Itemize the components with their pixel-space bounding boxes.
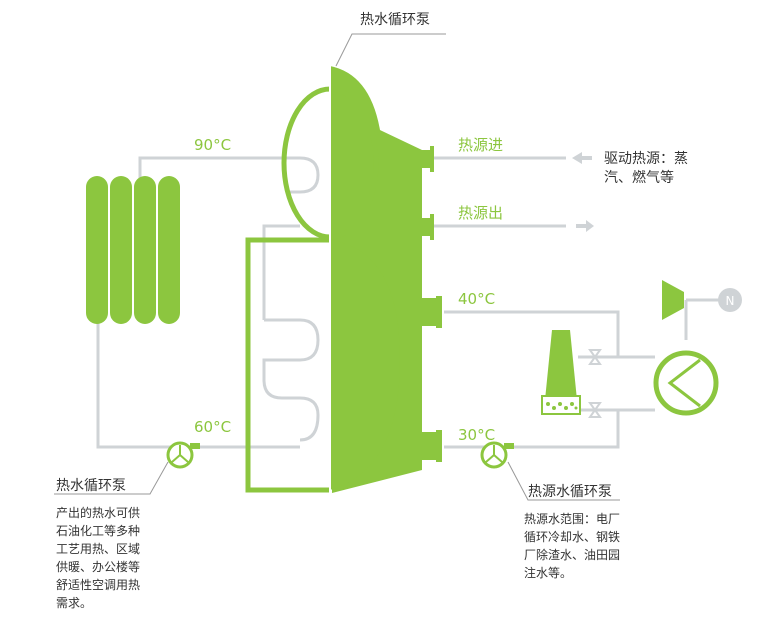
valve-lower-icon[interactable] bbox=[588, 402, 602, 418]
fan-icon: N bbox=[662, 280, 742, 320]
temp-90-label: 90°C bbox=[194, 136, 231, 154]
temp-60-label: 60°C bbox=[194, 418, 231, 436]
pipe-30-return bbox=[444, 408, 655, 449]
right-note: 热源水范围：电厂 循环冷却水、钢铁 厂除渣水、油田园 注水等。 bbox=[524, 510, 620, 582]
temp-30-label: 30°C bbox=[458, 426, 495, 444]
arrow-out-icon bbox=[576, 220, 594, 232]
pipe-return-60 bbox=[96, 303, 300, 449]
pipe-network bbox=[96, 156, 728, 449]
drive-note-line2: 汽、燃气等 bbox=[604, 169, 674, 186]
radiator-fin-4 bbox=[158, 176, 180, 324]
arrow-in-icon bbox=[572, 152, 592, 164]
right-pump-label: 热源水循环泵 bbox=[528, 484, 612, 500]
heat-source-pump-icon[interactable] bbox=[480, 441, 514, 469]
left-pump-label: 热水循环泵 bbox=[56, 478, 126, 494]
pipe-inner-link bbox=[262, 224, 300, 320]
heat-source-in-label: 热源进 bbox=[458, 136, 503, 154]
radiator bbox=[86, 176, 180, 324]
left-note-line: 供暖、办公楼等 bbox=[56, 560, 141, 574]
callout-top-pump bbox=[335, 33, 446, 67]
right-note-line: 注水等。 bbox=[524, 566, 573, 580]
nozzle-flange-2 bbox=[430, 214, 434, 240]
radiator-fin-3 bbox=[134, 176, 156, 324]
nozzle-flange-4 bbox=[436, 430, 442, 462]
nozzle-flange-3 bbox=[436, 296, 442, 328]
drive-note-line1: 驱动热源：蒸 bbox=[604, 151, 688, 167]
right-note-line: 循环冷却水、钢铁 bbox=[524, 530, 621, 544]
hot-water-pump-icon[interactable] bbox=[166, 441, 200, 469]
nozzle-flange-1 bbox=[430, 146, 434, 172]
radiator-fin-1 bbox=[86, 176, 108, 324]
heat-source-out-label: 热源出 bbox=[458, 204, 503, 222]
pipe-40-out bbox=[444, 310, 655, 359]
pipe-upper-coil bbox=[290, 156, 320, 194]
left-note-line: 需求。 bbox=[56, 596, 93, 610]
nozzle-heat-in bbox=[422, 150, 432, 168]
right-note-line: 厂除渣水、油田园 bbox=[524, 548, 621, 562]
nozzle-30 bbox=[422, 432, 436, 460]
left-note: 产出的热水可供 石油化工等多种 工艺用热、区域 供暖、办公楼等 舒适性空调用热 … bbox=[56, 504, 140, 612]
vessel-lower-left-frame bbox=[245, 237, 330, 493]
pipe-lower-coil-left bbox=[262, 318, 320, 442]
nozzle-40 bbox=[422, 298, 436, 326]
temp-40-label: 40°C bbox=[458, 290, 495, 308]
fan-label: N bbox=[726, 294, 735, 308]
nozzle-heat-out bbox=[422, 218, 432, 236]
callout-left-pump bbox=[54, 461, 169, 495]
left-note-line: 舒适性空调用热 bbox=[56, 578, 141, 592]
heat-exchanger-icon bbox=[653, 350, 719, 416]
cooling-tower-icon bbox=[541, 330, 581, 415]
top-pump-label: 热水循环泵 bbox=[360, 12, 430, 28]
radiator-fin-2 bbox=[110, 176, 132, 324]
right-note-line: 热源水范围：电厂 bbox=[524, 512, 621, 526]
absorption-heat-pump-vessel bbox=[245, 66, 442, 493]
left-note-line: 石油化工等多种 bbox=[56, 524, 141, 538]
valve-upper-icon[interactable] bbox=[588, 349, 602, 365]
pipe-hot-water-out bbox=[138, 156, 300, 178]
absorber-shell bbox=[330, 240, 400, 490]
callout-right-pump bbox=[507, 461, 620, 501]
left-note-line: 产出的热水可供 bbox=[56, 506, 141, 520]
left-note-line: 工艺用热、区域 bbox=[56, 542, 141, 556]
